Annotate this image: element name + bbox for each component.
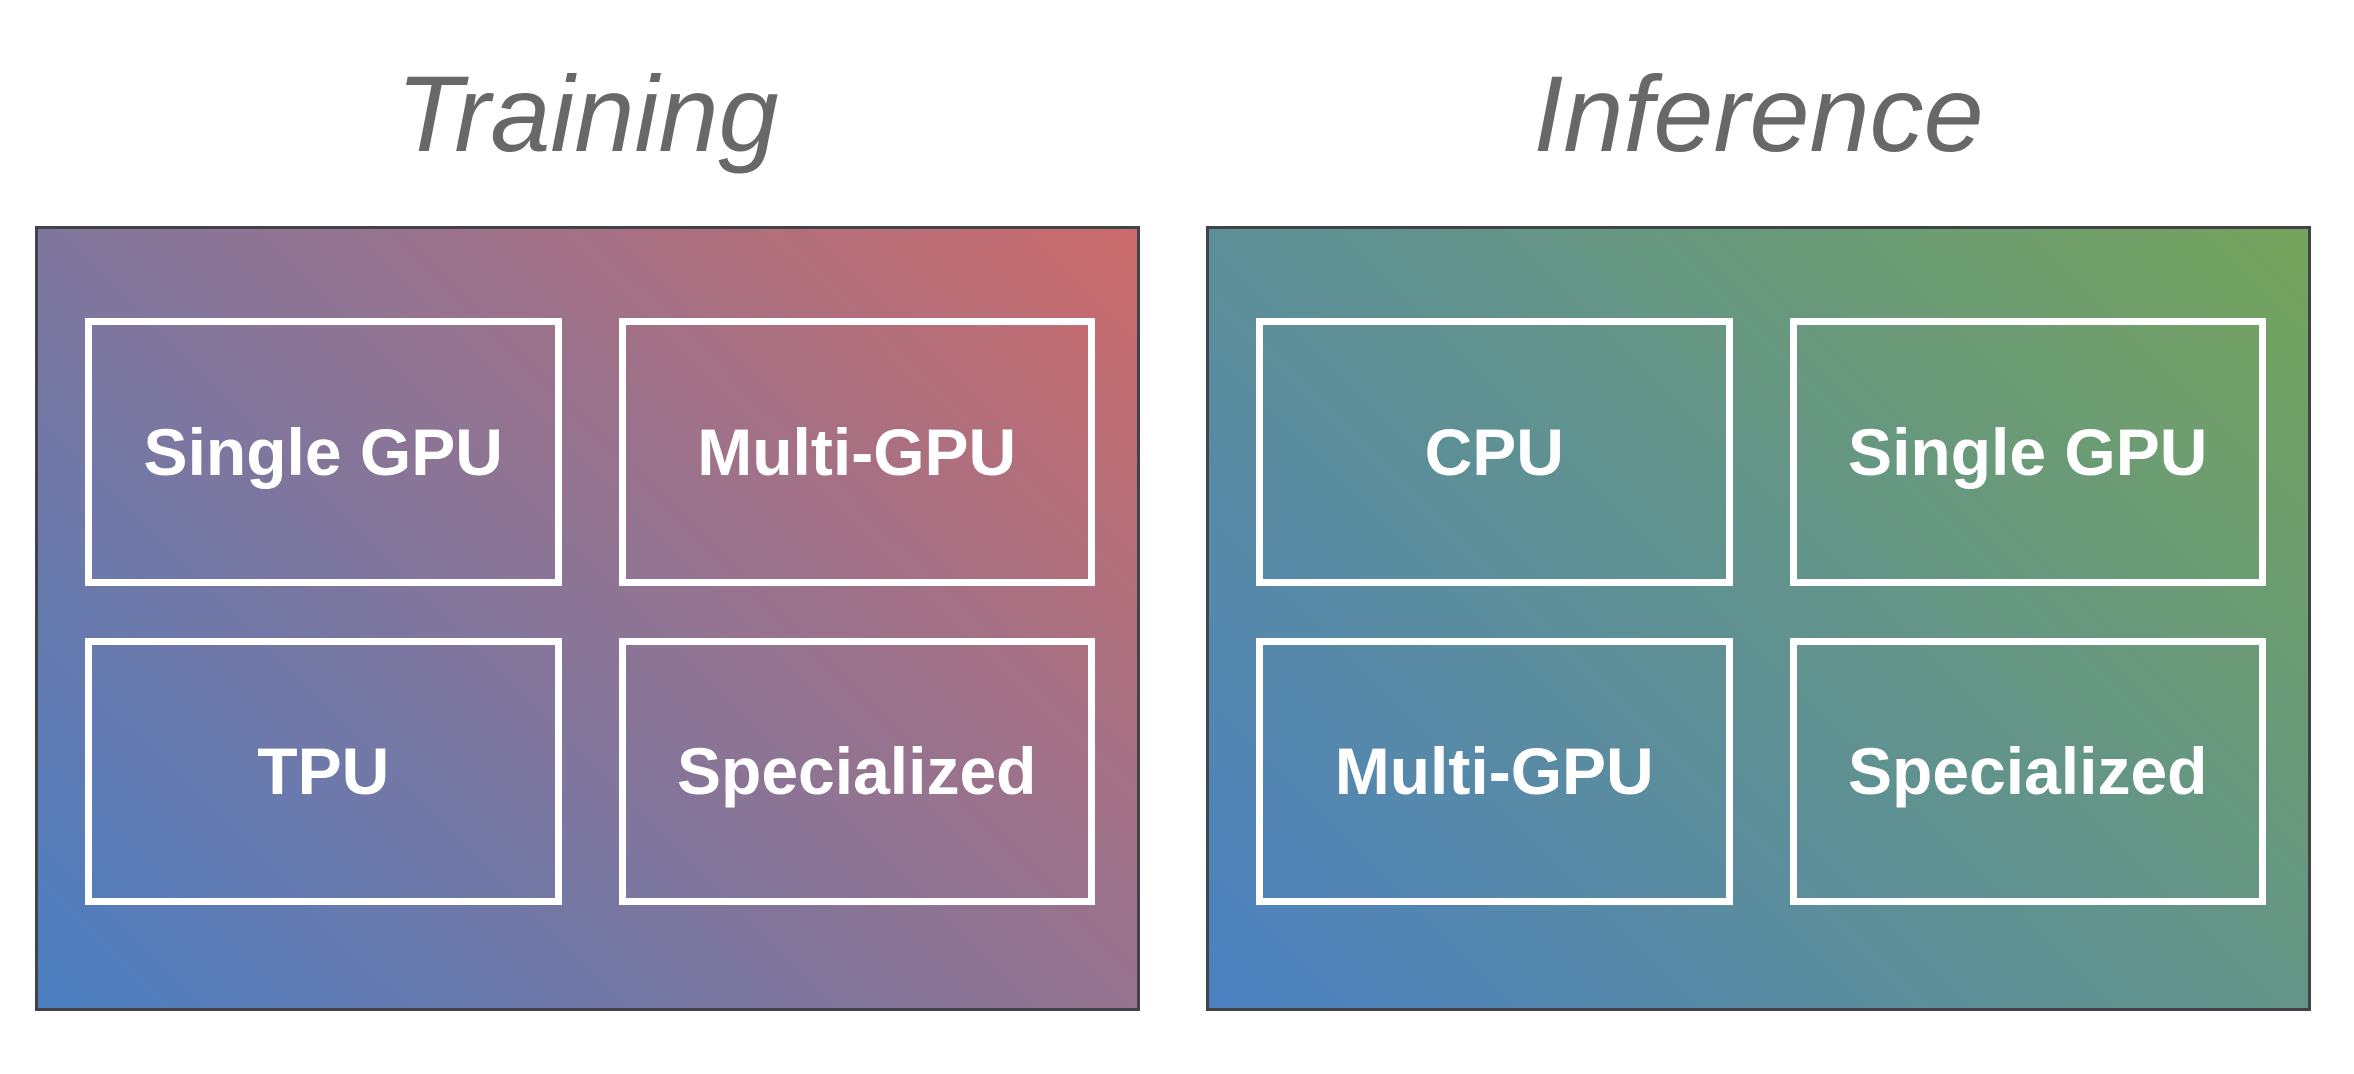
- inference-panel: CPU Single GPU Multi-GPU Specialized: [1206, 226, 2311, 1011]
- inference-box-cpu: CPU: [1256, 318, 1733, 586]
- inference-section: Inference CPU Single GPU Multi-GPU Speci…: [1206, 0, 2311, 1074]
- box-label: Specialized: [1848, 734, 2208, 809]
- training-box-single-gpu: Single GPU: [85, 318, 562, 586]
- inference-title: Inference: [1533, 52, 1984, 174]
- training-box-tpu: TPU: [85, 637, 562, 905]
- box-label: Specialized: [677, 734, 1037, 809]
- training-box-specialized: Specialized: [618, 637, 1095, 905]
- training-panel: Single GPU Multi-GPU TPU Specialized: [35, 226, 1140, 1011]
- inference-box-single-gpu: Single GPU: [1789, 318, 2266, 586]
- box-label: Single GPU: [143, 414, 503, 489]
- box-label: TPU: [257, 734, 390, 809]
- training-title: Training: [396, 52, 779, 174]
- training-section: Training Single GPU Multi-GPU TPU Specia…: [35, 0, 1140, 1074]
- box-label: CPU: [1424, 414, 1564, 489]
- inference-box-multi-gpu: Multi-GPU: [1256, 637, 1733, 905]
- box-label: Single GPU: [1848, 414, 2208, 489]
- training-box-multi-gpu: Multi-GPU: [618, 318, 1095, 586]
- inference-box-specialized: Specialized: [1789, 637, 2266, 905]
- box-label: Multi-GPU: [697, 414, 1017, 489]
- box-label: Multi-GPU: [1334, 734, 1654, 809]
